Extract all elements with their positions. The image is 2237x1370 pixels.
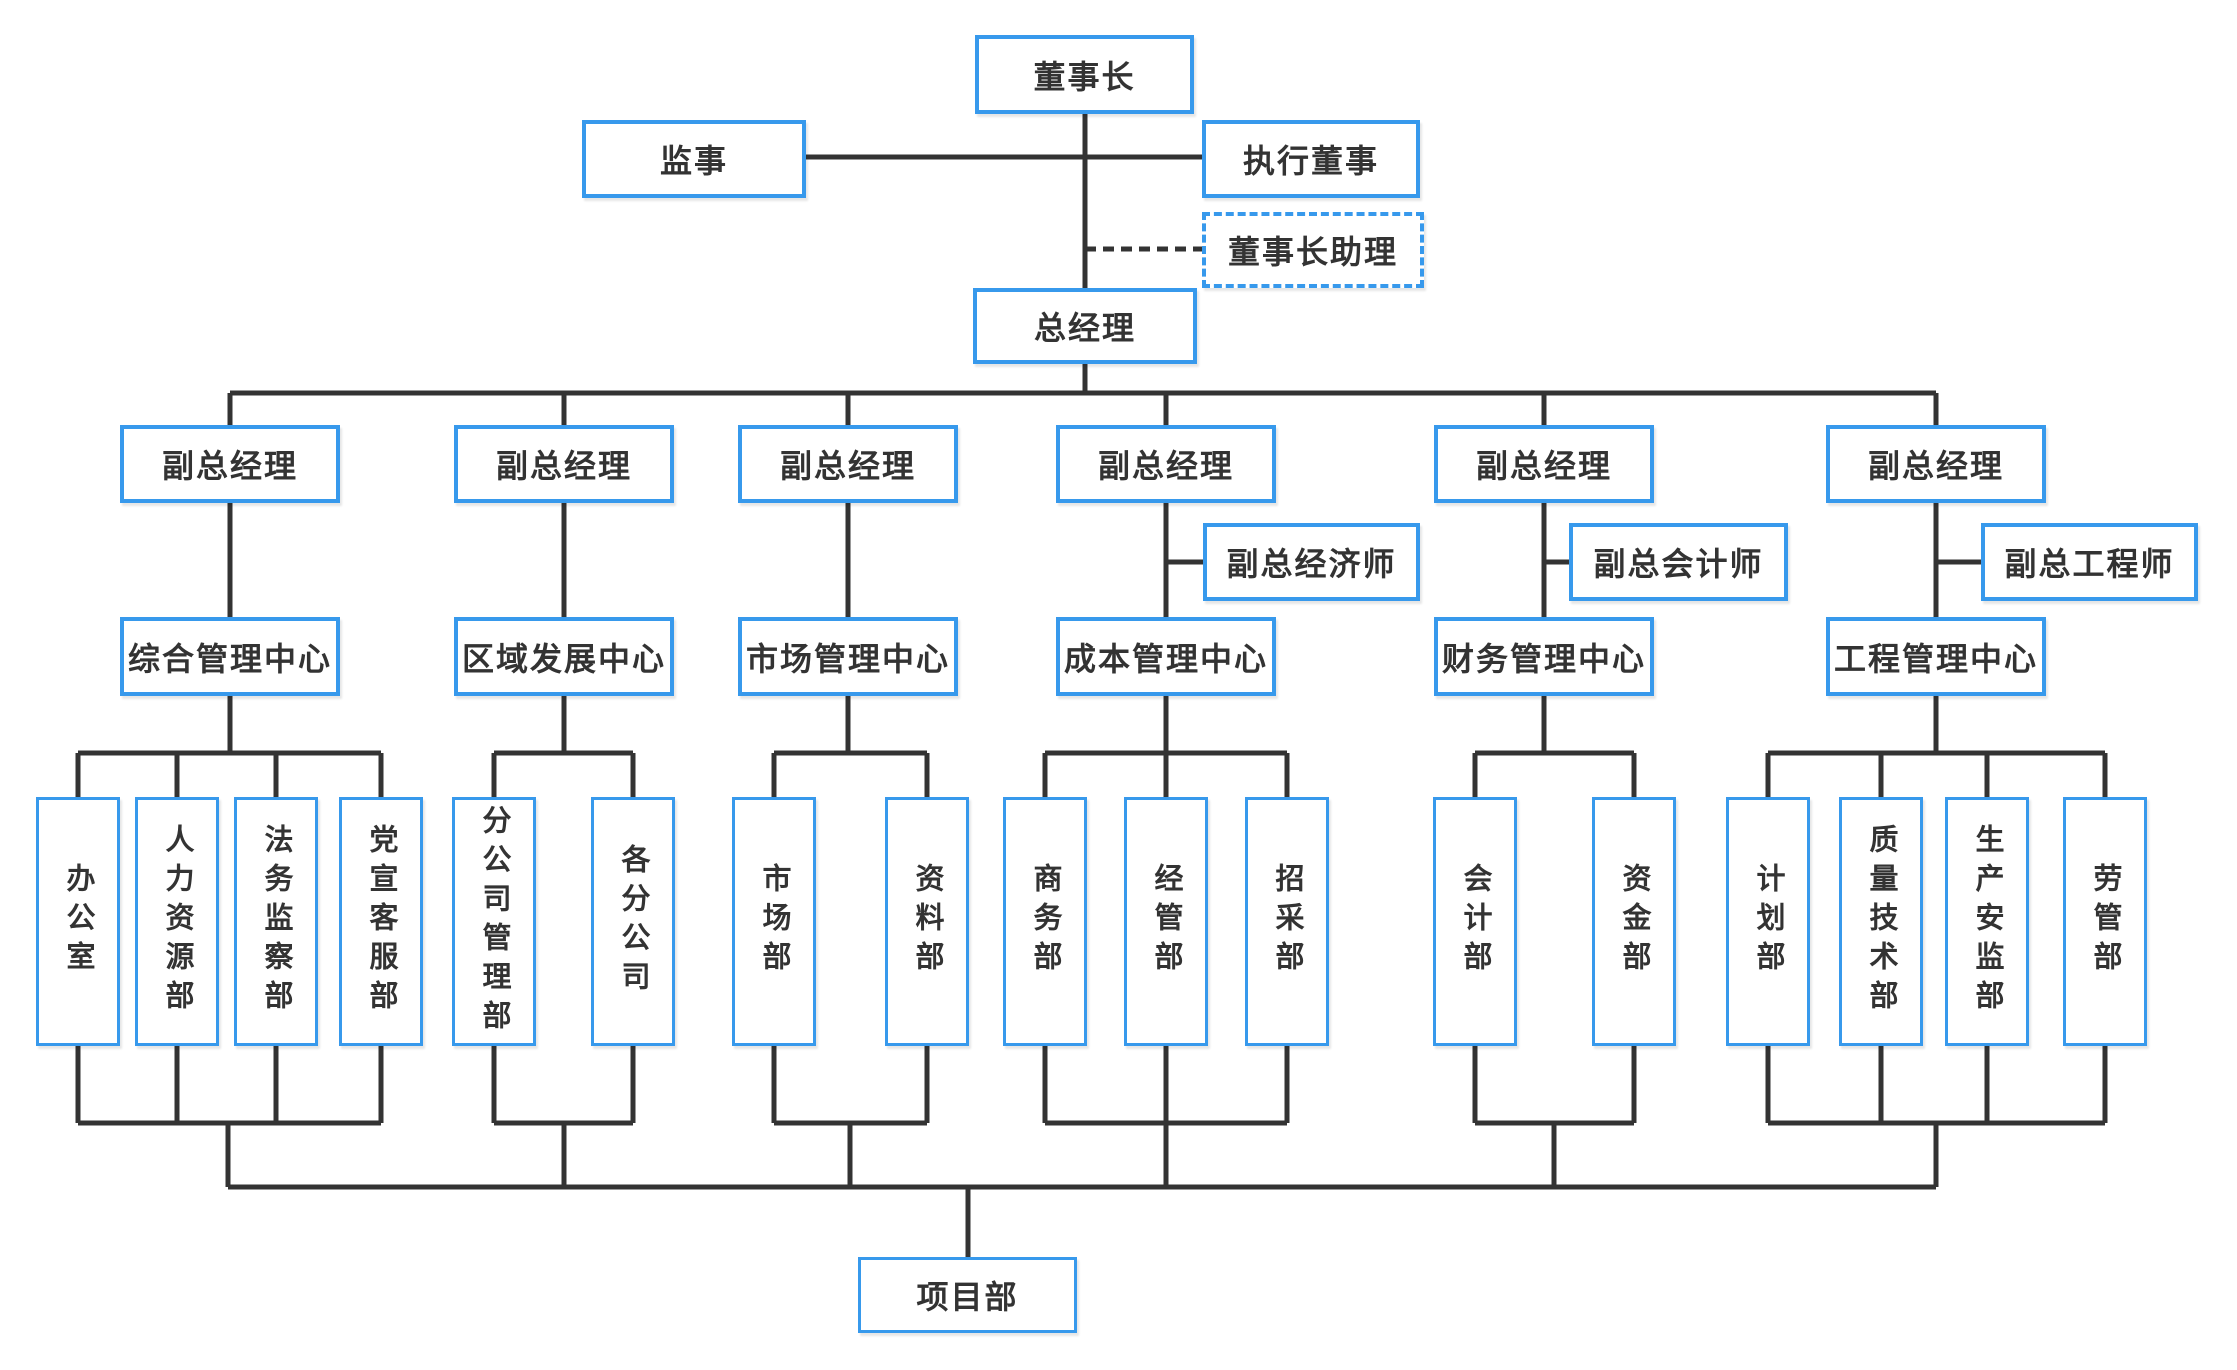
node-dept-office: 办公室 [36,797,120,1046]
connector-gm-distribution [227,390,1939,425]
node-deputy-gm-3: 副总经理 [738,425,958,503]
node-dept-labor: 劳管部 [2063,797,2147,1046]
node-deputy-chief-economist: 副总经济师 [1203,523,1420,601]
node-deputy-gm-1: 副总经理 [120,425,340,503]
node-center-engineering: 工程管理中心 [1826,617,2046,696]
node-general-manager: 总经理 [973,288,1197,364]
node-dept-production-safety: 生产安监部 [1945,797,2029,1046]
node-dept-hr: 人力资源部 [135,797,219,1046]
node-dept-quality-tech: 质量技术部 [1839,797,1923,1046]
node-dept-party-publicity-service: 党宣客服部 [339,797,423,1046]
node-deputy-gm-4: 副总经理 [1056,425,1276,503]
connector-departments-to-project [75,1046,2108,1257]
node-dept-market: 市场部 [732,797,816,1046]
node-dept-legal-supervision: 法务监察部 [234,797,318,1046]
node-chairman-assistant: 董事长助理 [1202,212,1424,288]
node-center-market: 市场管理中心 [738,617,958,696]
node-dept-operations: 经管部 [1124,797,1208,1046]
node-dept-funds: 资金部 [1592,797,1676,1046]
node-deputy-chief-accountant: 副总会计师 [1569,523,1788,601]
node-center-general-admin: 综合管理中心 [120,617,340,696]
node-deputy-gm-2: 副总经理 [454,425,674,503]
node-dept-commerce: 商务部 [1003,797,1087,1046]
node-center-regional-dev: 区域发展中心 [454,617,674,696]
node-dept-procurement: 招采部 [1245,797,1329,1046]
node-deputy-gm-6: 副总经理 [1826,425,2046,503]
node-dept-accounting: 会计部 [1433,797,1517,1046]
node-dept-branch-management: 分公司管理部 [452,797,536,1046]
connector-center-to-departments [75,696,2108,797]
node-dept-data: 资料部 [885,797,969,1046]
node-dept-branches: 各分公司 [591,797,675,1046]
node-deputy-chief-engineer: 副总工程师 [1981,523,2198,601]
node-deputy-gm-5: 副总经理 [1434,425,1654,503]
node-center-finance: 财务管理中心 [1434,617,1654,696]
node-project-department: 项目部 [858,1257,1077,1333]
node-executive-director: 执行董事 [1202,120,1420,198]
node-dept-planning: 计划部 [1726,797,1810,1046]
node-chairman: 董事长 [975,35,1194,114]
node-center-cost: 成本管理中心 [1056,617,1276,696]
node-supervisor: 监事 [582,120,806,198]
